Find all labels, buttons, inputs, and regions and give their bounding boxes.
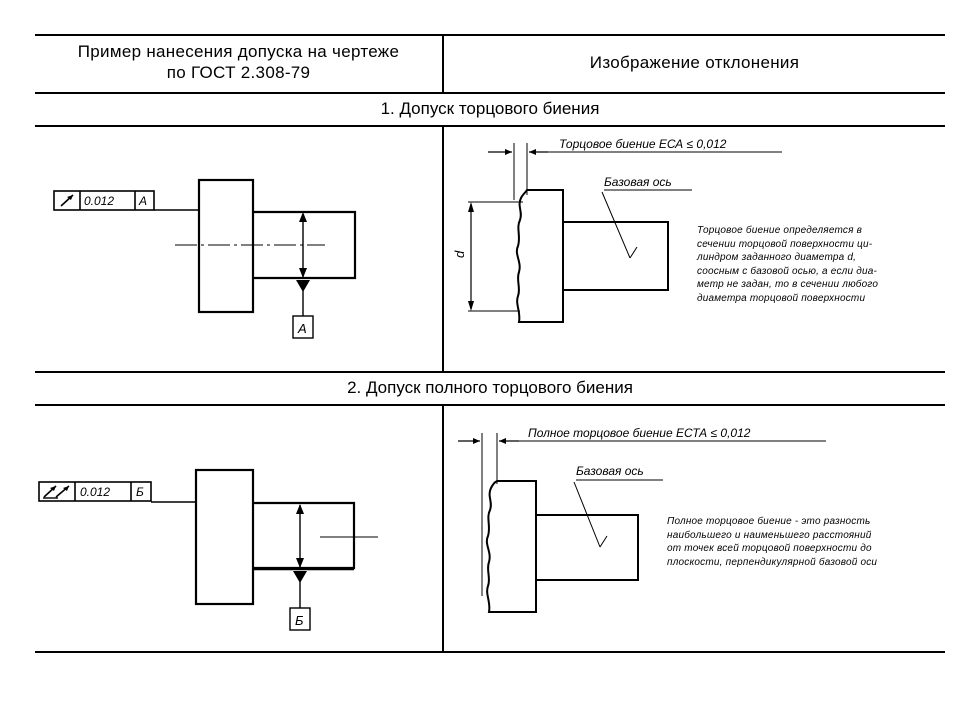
section2-deviation-drawing: Полное торцовое биение ЕСТА ≤ 0,012 Базо…: [458, 426, 826, 613]
section1-datum-letter: A: [297, 321, 307, 336]
section2-desc-line: наибольшего и наименьшего расстояний: [667, 529, 872, 541]
section1-desc-line: сечении торцовой поверхности ци-: [697, 238, 873, 250]
section1-frame-base: A: [138, 194, 147, 208]
section1-title-border: [35, 125, 945, 127]
section2-desc-line: плоскости, перпендикулярной базовой оси: [667, 556, 878, 568]
section1-description: Торцовое биение определяется в сечении т…: [697, 224, 947, 305]
section1-bottom-border: [35, 371, 945, 373]
section2-description: Полное торцовое биение - это разность на…: [667, 515, 947, 569]
total-runout-symbol-icon: [43, 485, 70, 499]
section1-desc-line: диаметра торцовой поверхности: [697, 292, 866, 304]
section1-desc-line: метр не задан, то в сечении любого: [697, 279, 879, 290]
section2-feature-control-frame: 0.012 Б: [38, 481, 152, 502]
section1-desc-line: Торцовое биение определяется в: [697, 225, 863, 236]
section1-label-axis: Базовая ось: [604, 175, 672, 189]
section2-label-top: Полное торцовое биение ЕСТА ≤ 0,012: [528, 426, 751, 440]
runout-symbol-icon: [60, 194, 74, 207]
section2-desc-line: Полное торцовое биение - это разность: [667, 516, 871, 527]
section1-desc-line: соосным с базовой осью, а если диа-: [697, 265, 878, 277]
section2-frame-value: 0.012: [80, 485, 110, 499]
section1-column-divider: [442, 125, 444, 373]
section2-part-drawing: 0.012 Б Б: [38, 468, 378, 631]
header-left-line2: по ГОСТ 2.308-79: [166, 63, 311, 82]
section2-desc-line: от точек всей торцовой поверхности до: [667, 543, 872, 554]
header-bottom-border: [35, 92, 945, 94]
section1-part-drawing: 0.012 A A: [53, 178, 357, 339]
section1-dim-label: d: [452, 250, 467, 258]
header-right-cell: Изображение отклонения: [589, 53, 800, 72]
section2-frame-base: Б: [136, 485, 144, 499]
section2-column-divider: [442, 404, 444, 653]
section1-title: 1. Допуск торцового биения: [380, 99, 600, 118]
table-top-border: [35, 34, 945, 36]
section2-title-border: [35, 404, 945, 406]
section2-label-axis: Базовая ось: [576, 464, 644, 478]
section1-feature-control-frame: 0.012 A: [53, 190, 155, 211]
section2-title: 2. Допуск полного торцового биения: [347, 378, 633, 397]
section1-deviation-drawing: Торцовое биение ЕСА ≤ 0,012 d Базовая ос…: [452, 137, 782, 323]
table-bottom-border: [35, 651, 945, 653]
section2-datum-letter: Б: [295, 613, 304, 628]
section1-label-top: Торцовое биение ЕСА ≤ 0,012: [559, 137, 727, 151]
section1-frame-value: 0.012: [84, 194, 114, 208]
header-column-divider: [442, 34, 444, 94]
header-left-line1: Пример нанесения допуска на чертеже: [77, 42, 400, 61]
section1-desc-line: линдром заданного диаметра d,: [697, 252, 857, 263]
header-left-cell: Пример нанесения допуска на чертеже по Г…: [35, 41, 442, 83]
